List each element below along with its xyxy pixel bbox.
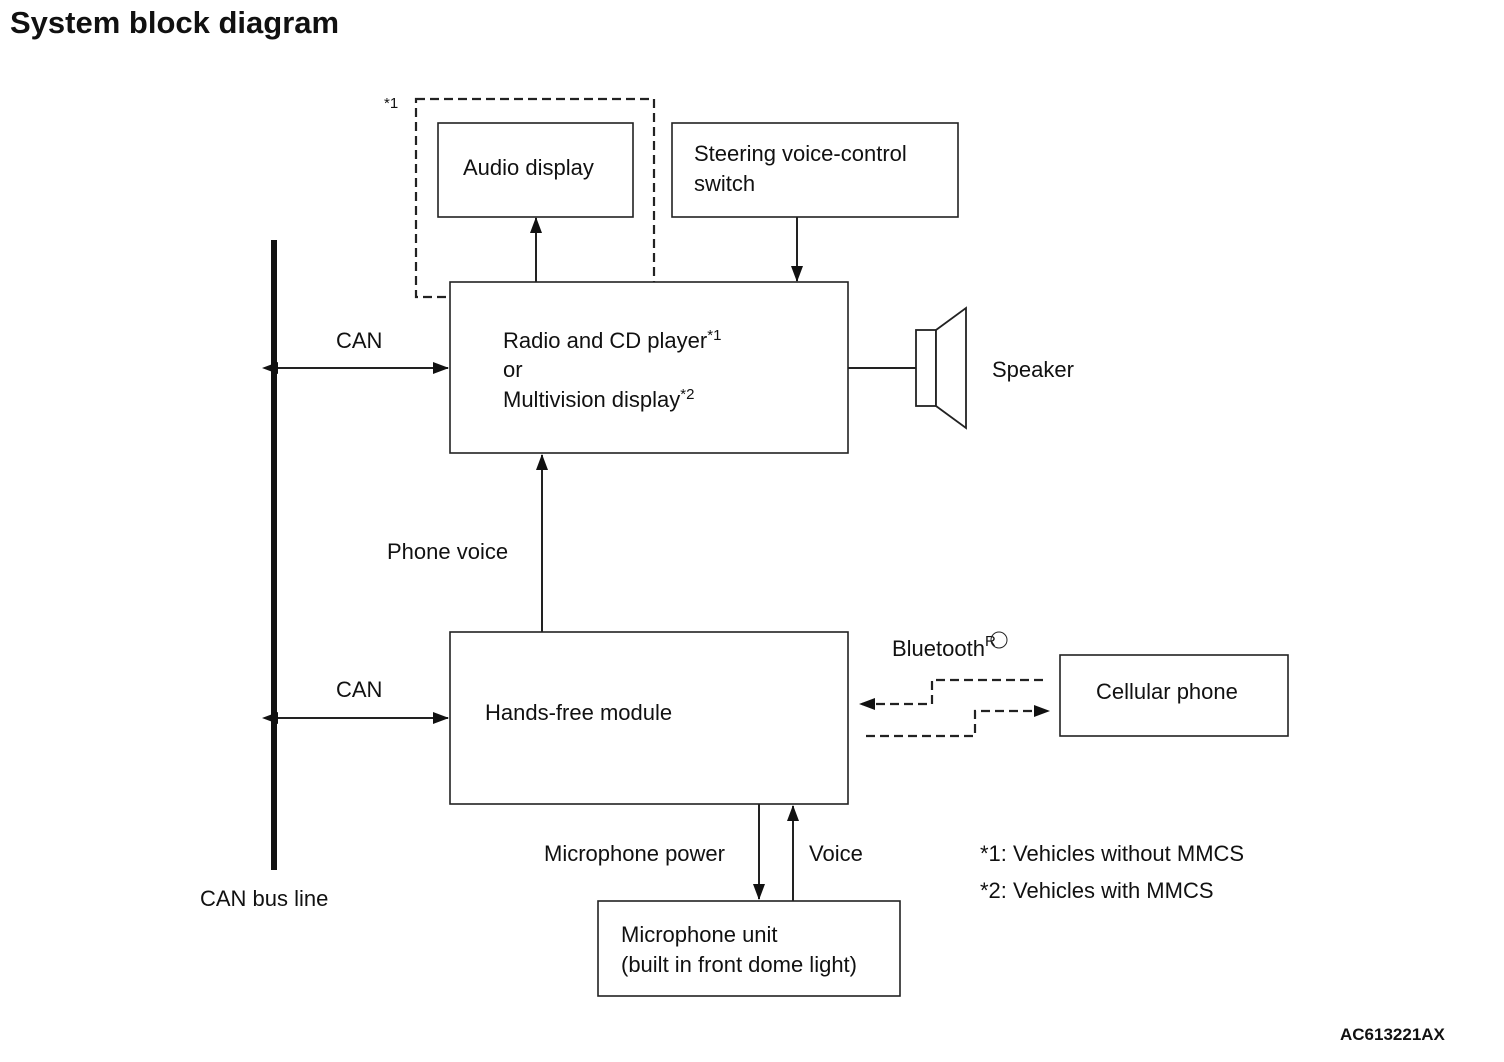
steering-switch-label-1: Steering voice-control (694, 141, 907, 166)
microphone-power-label: Microphone power (544, 841, 725, 866)
audio-display-group-mark: *1 (384, 95, 398, 112)
bluetooth-icon (990, 631, 1008, 649)
steering-switch-box (671, 122, 959, 218)
note-1: *1: Vehicles without MMCS (980, 841, 1244, 866)
speaker-icon (915, 306, 967, 430)
microphone-unit-label-1: Microphone unit (621, 922, 778, 947)
phone-voice-label: Phone voice (387, 539, 508, 564)
page-title: System block diagram (10, 5, 339, 40)
radio-unit-line3: Multivision display*2 (503, 386, 694, 412)
voice-label: Voice (809, 841, 863, 866)
bluetooth-link-to-module (859, 678, 1043, 710)
can-bottom-label: CAN (336, 677, 382, 702)
hands-free-module-label: Hands-free module (485, 700, 672, 725)
bluetooth-label: BluetoothR (892, 633, 996, 661)
bluetooth-registered-mark: R (985, 633, 996, 650)
radio-unit-line2: or (503, 357, 523, 382)
radio-unit-line3-mark: *2 (680, 386, 694, 403)
microphone-unit-box (597, 900, 901, 997)
hands-free-module-box (449, 631, 849, 805)
microphone-unit-label-2: (built in front dome light) (621, 952, 857, 977)
audio-display-box (437, 122, 634, 218)
can-bus-label: CAN bus line (200, 886, 328, 911)
steering-switch-label-2: switch (694, 171, 755, 196)
figure-code: AC613221AX (1340, 1025, 1446, 1044)
note-2: *2: Vehicles with MMCS (980, 878, 1214, 903)
radio-unit-line1-mark: *1 (707, 327, 721, 344)
speaker-label: Speaker (992, 357, 1074, 382)
bluetooth-link-to-phone (866, 705, 1050, 738)
cellular-phone-box (1059, 654, 1289, 737)
radio-unit-line1: Radio and CD player*1 (503, 327, 721, 353)
audio-display-label: Audio display (463, 155, 594, 180)
cellular-phone-label: Cellular phone (1096, 679, 1238, 704)
can-top-label: CAN (336, 328, 382, 353)
